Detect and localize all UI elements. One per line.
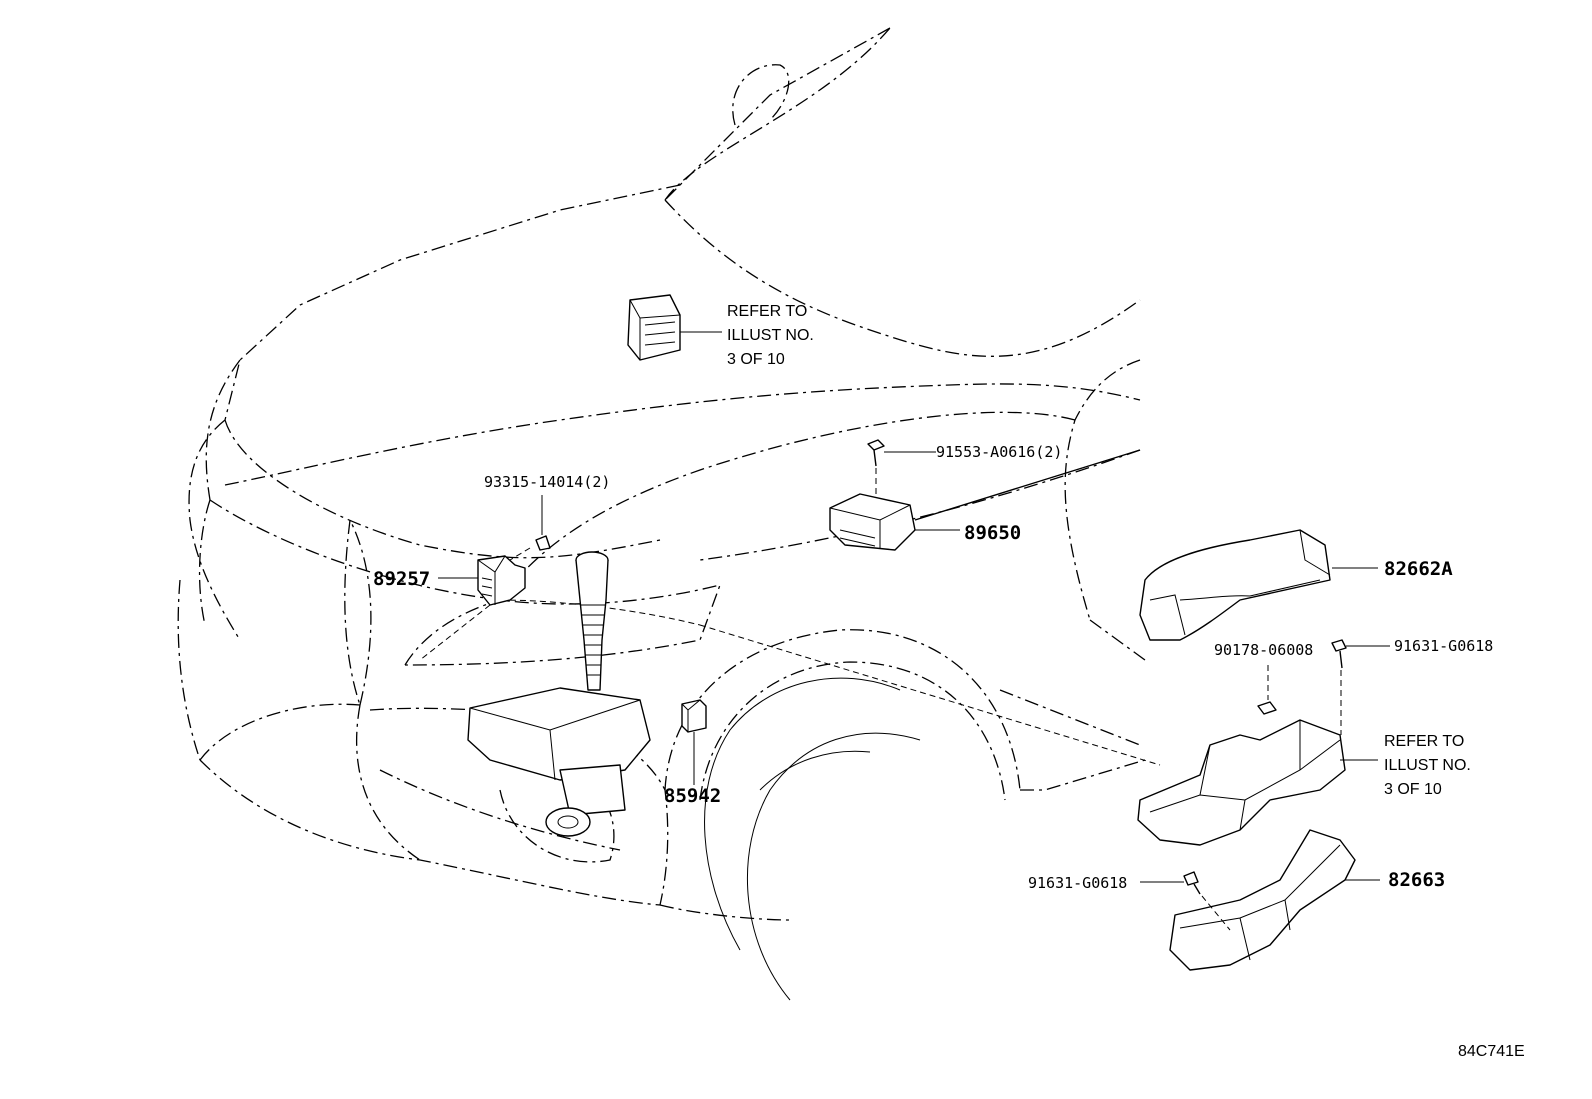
bolt-91631-top — [1331, 639, 1390, 735]
screw-93315 — [509, 495, 551, 561]
sensor-89257 — [419, 555, 526, 661]
refer-note-line: 3 OF 10 — [1384, 781, 1442, 798]
washer-tank — [467, 687, 651, 837]
refer-note-line: REFER TO — [727, 303, 807, 320]
bracket-box-reference — [1137, 719, 1378, 846]
sensor-85942 — [681, 699, 707, 785]
part-label-91631-top: 91631-G0618 — [1394, 637, 1493, 655]
illustration-code: 84C741E — [1458, 1043, 1525, 1060]
refer-note-top: REFER TO ILLUST NO. 3 OF 10 — [727, 303, 814, 368]
car-body-outline — [177, 27, 1161, 1001]
part-label-93315: 93315-14014(2) — [484, 473, 610, 491]
refer-note-line: 3 OF 10 — [727, 351, 785, 368]
part-label-82663: 82663 — [1388, 869, 1445, 891]
washer-filler-neck — [575, 551, 609, 691]
air-duct-82662a — [1139, 529, 1378, 641]
module-89650 — [829, 449, 1141, 551]
part-label-91553: 91553-A0616(2) — [936, 443, 1062, 461]
refer-note-line: ILLUST NO. — [727, 327, 814, 344]
part-label-85942: 85942 — [664, 785, 721, 807]
part-label-89650: 89650 — [964, 522, 1021, 544]
refer-note-right: REFER TO ILLUST NO. 3 OF 10 — [1384, 733, 1471, 798]
ecu-module-reference — [627, 294, 722, 361]
nut-90178 — [1257, 665, 1277, 715]
part-label-89257: 89257 — [373, 568, 430, 590]
part-label-90178: 90178-06008 — [1214, 641, 1313, 659]
refer-note-line: ILLUST NO. — [1384, 757, 1471, 774]
part-label-82662a: 82662A — [1384, 558, 1453, 580]
bolt-91553 — [867, 439, 936, 500]
refer-note-line: REFER TO — [1384, 733, 1464, 750]
bolt-91631-bottom — [1140, 871, 1231, 931]
cover-82663 — [1169, 829, 1380, 971]
part-label-91631-bottom: 91631-G0618 — [1028, 874, 1127, 892]
